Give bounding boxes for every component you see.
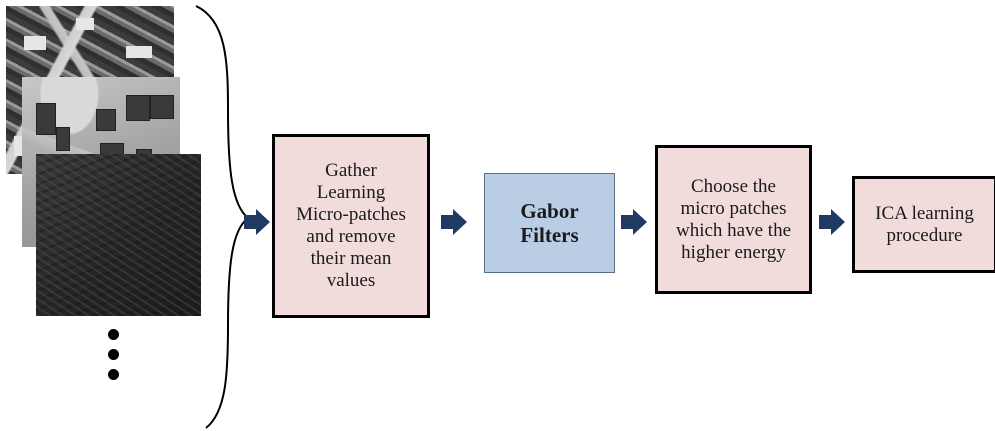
step-label: ICA learning procedure: [875, 202, 974, 246]
choose-high-energy-patches-step: Choose the micro patches which have the …: [655, 145, 812, 294]
gather-micro-patches-step: Gather Learning Micro-patches and remove…: [272, 134, 430, 318]
arrow-icon: [819, 209, 845, 235]
curly-brace: [195, 5, 250, 429]
step-label: Gabor Filters: [520, 199, 579, 247]
ellipsis-dot: [108, 369, 119, 380]
arrow-icon: [621, 209, 647, 235]
texture-image: [36, 154, 201, 316]
ellipsis-dot: [108, 329, 119, 340]
gabor-filters-step: Gabor Filters: [484, 173, 615, 273]
ica-learning-step: ICA learning procedure: [852, 176, 995, 273]
arrow-icon: [244, 209, 270, 235]
ellipsis-dot: [108, 349, 119, 360]
step-label: Choose the micro patches which have the …: [675, 175, 791, 263]
arrow-icon: [441, 209, 467, 235]
step-label: Gather Learning Micro-patches and remove…: [296, 160, 406, 291]
